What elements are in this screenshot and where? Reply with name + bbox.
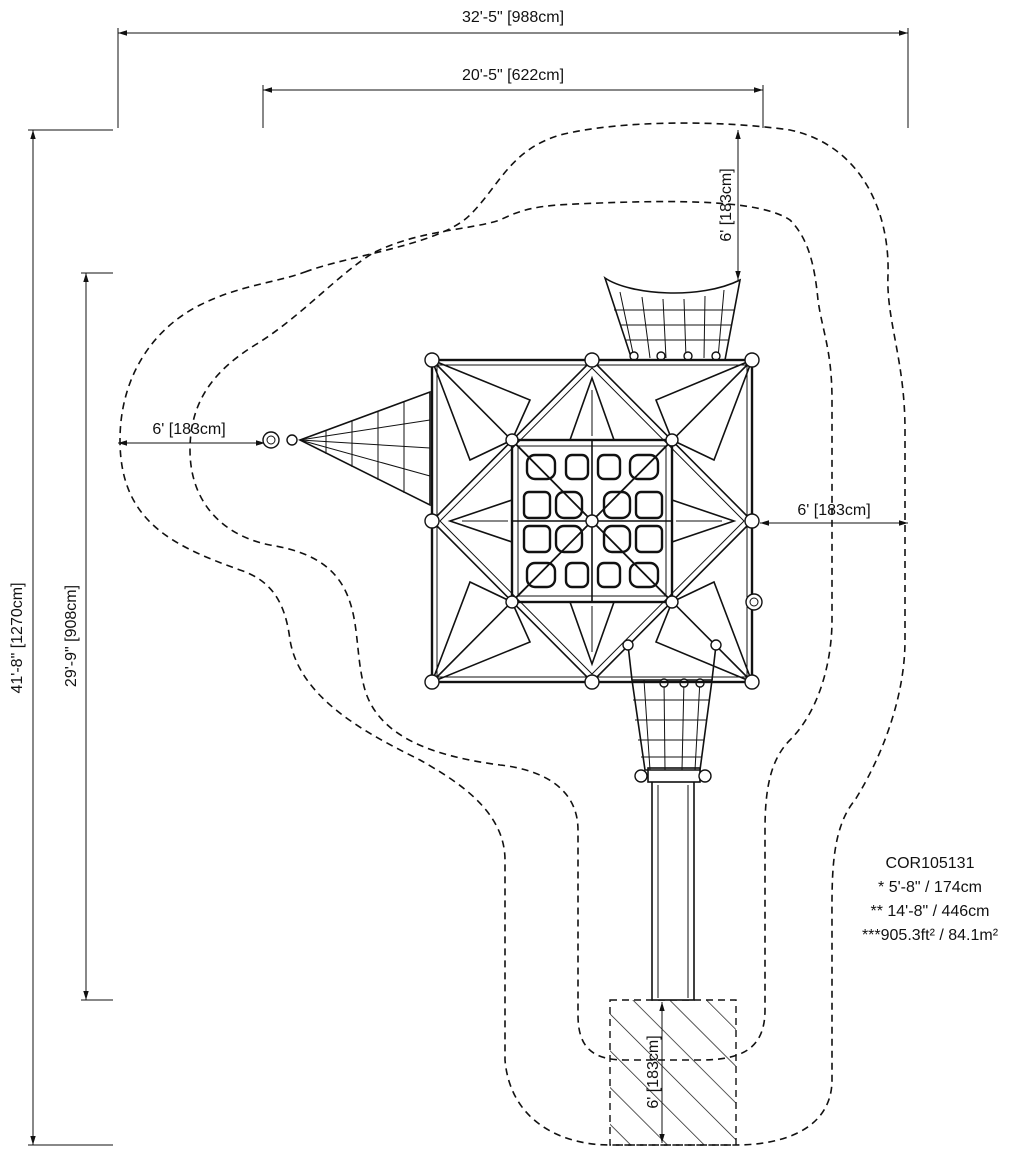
clearance-right-label: 6' [183cm]: [797, 502, 870, 519]
note-area: ***905.3ft² / 84.1m²: [862, 927, 999, 944]
overall-height-label: 41'-8" [1270cm]: [9, 582, 26, 693]
bottom-climbing-net: [627, 644, 717, 771]
product-notes: COR105131 * 5'-8" / 174cm ** 14'-8" / 44…: [862, 855, 999, 944]
dimension-structure-width: 20'-5" [622cm]: [262, 67, 764, 128]
frame-joints: [424, 352, 763, 690]
dimension-clearance-right: 6' [183cm]: [760, 502, 908, 526]
clearance-left-label: 6' [183cm]: [152, 421, 225, 438]
dimension-structure-height: 29'-9" [908cm]: [63, 272, 113, 1001]
inner-safety-zone: [189, 200, 833, 1061]
left-climbing-net: [262, 390, 431, 507]
dimension-overall-height: 41'-8" [1270cm]: [9, 129, 113, 1146]
clearance-top-label: 6' [183cm]: [718, 168, 735, 241]
top-climbing-net: [603, 276, 742, 361]
note-fall-height: * 5'-8" / 174cm: [878, 879, 982, 896]
slide-chute: [634, 767, 712, 1001]
dimension-clearance-top: 6' [183cm]: [718, 130, 741, 280]
dimension-overall-width: 32'-5" [988cm]: [117, 9, 909, 128]
structure-width-label: 20'-5" [622cm]: [462, 67, 564, 84]
structure-height-label: 29'-9" [908cm]: [63, 585, 80, 687]
overall-width-label: 32'-5" [988cm]: [462, 9, 564, 26]
clearance-slide-label: 6' [183cm]: [645, 1035, 662, 1108]
outer-safety-zone: [119, 122, 906, 1146]
dimension-clearance-left: 6' [183cm]: [118, 421, 265, 446]
slide-exit-zone: 6' [183cm]: [609, 999, 737, 1146]
model-number: COR105131: [886, 855, 975, 872]
note-max-height: ** 14'-8" / 446cm: [870, 903, 989, 920]
central-net-cells: [522, 453, 664, 589]
